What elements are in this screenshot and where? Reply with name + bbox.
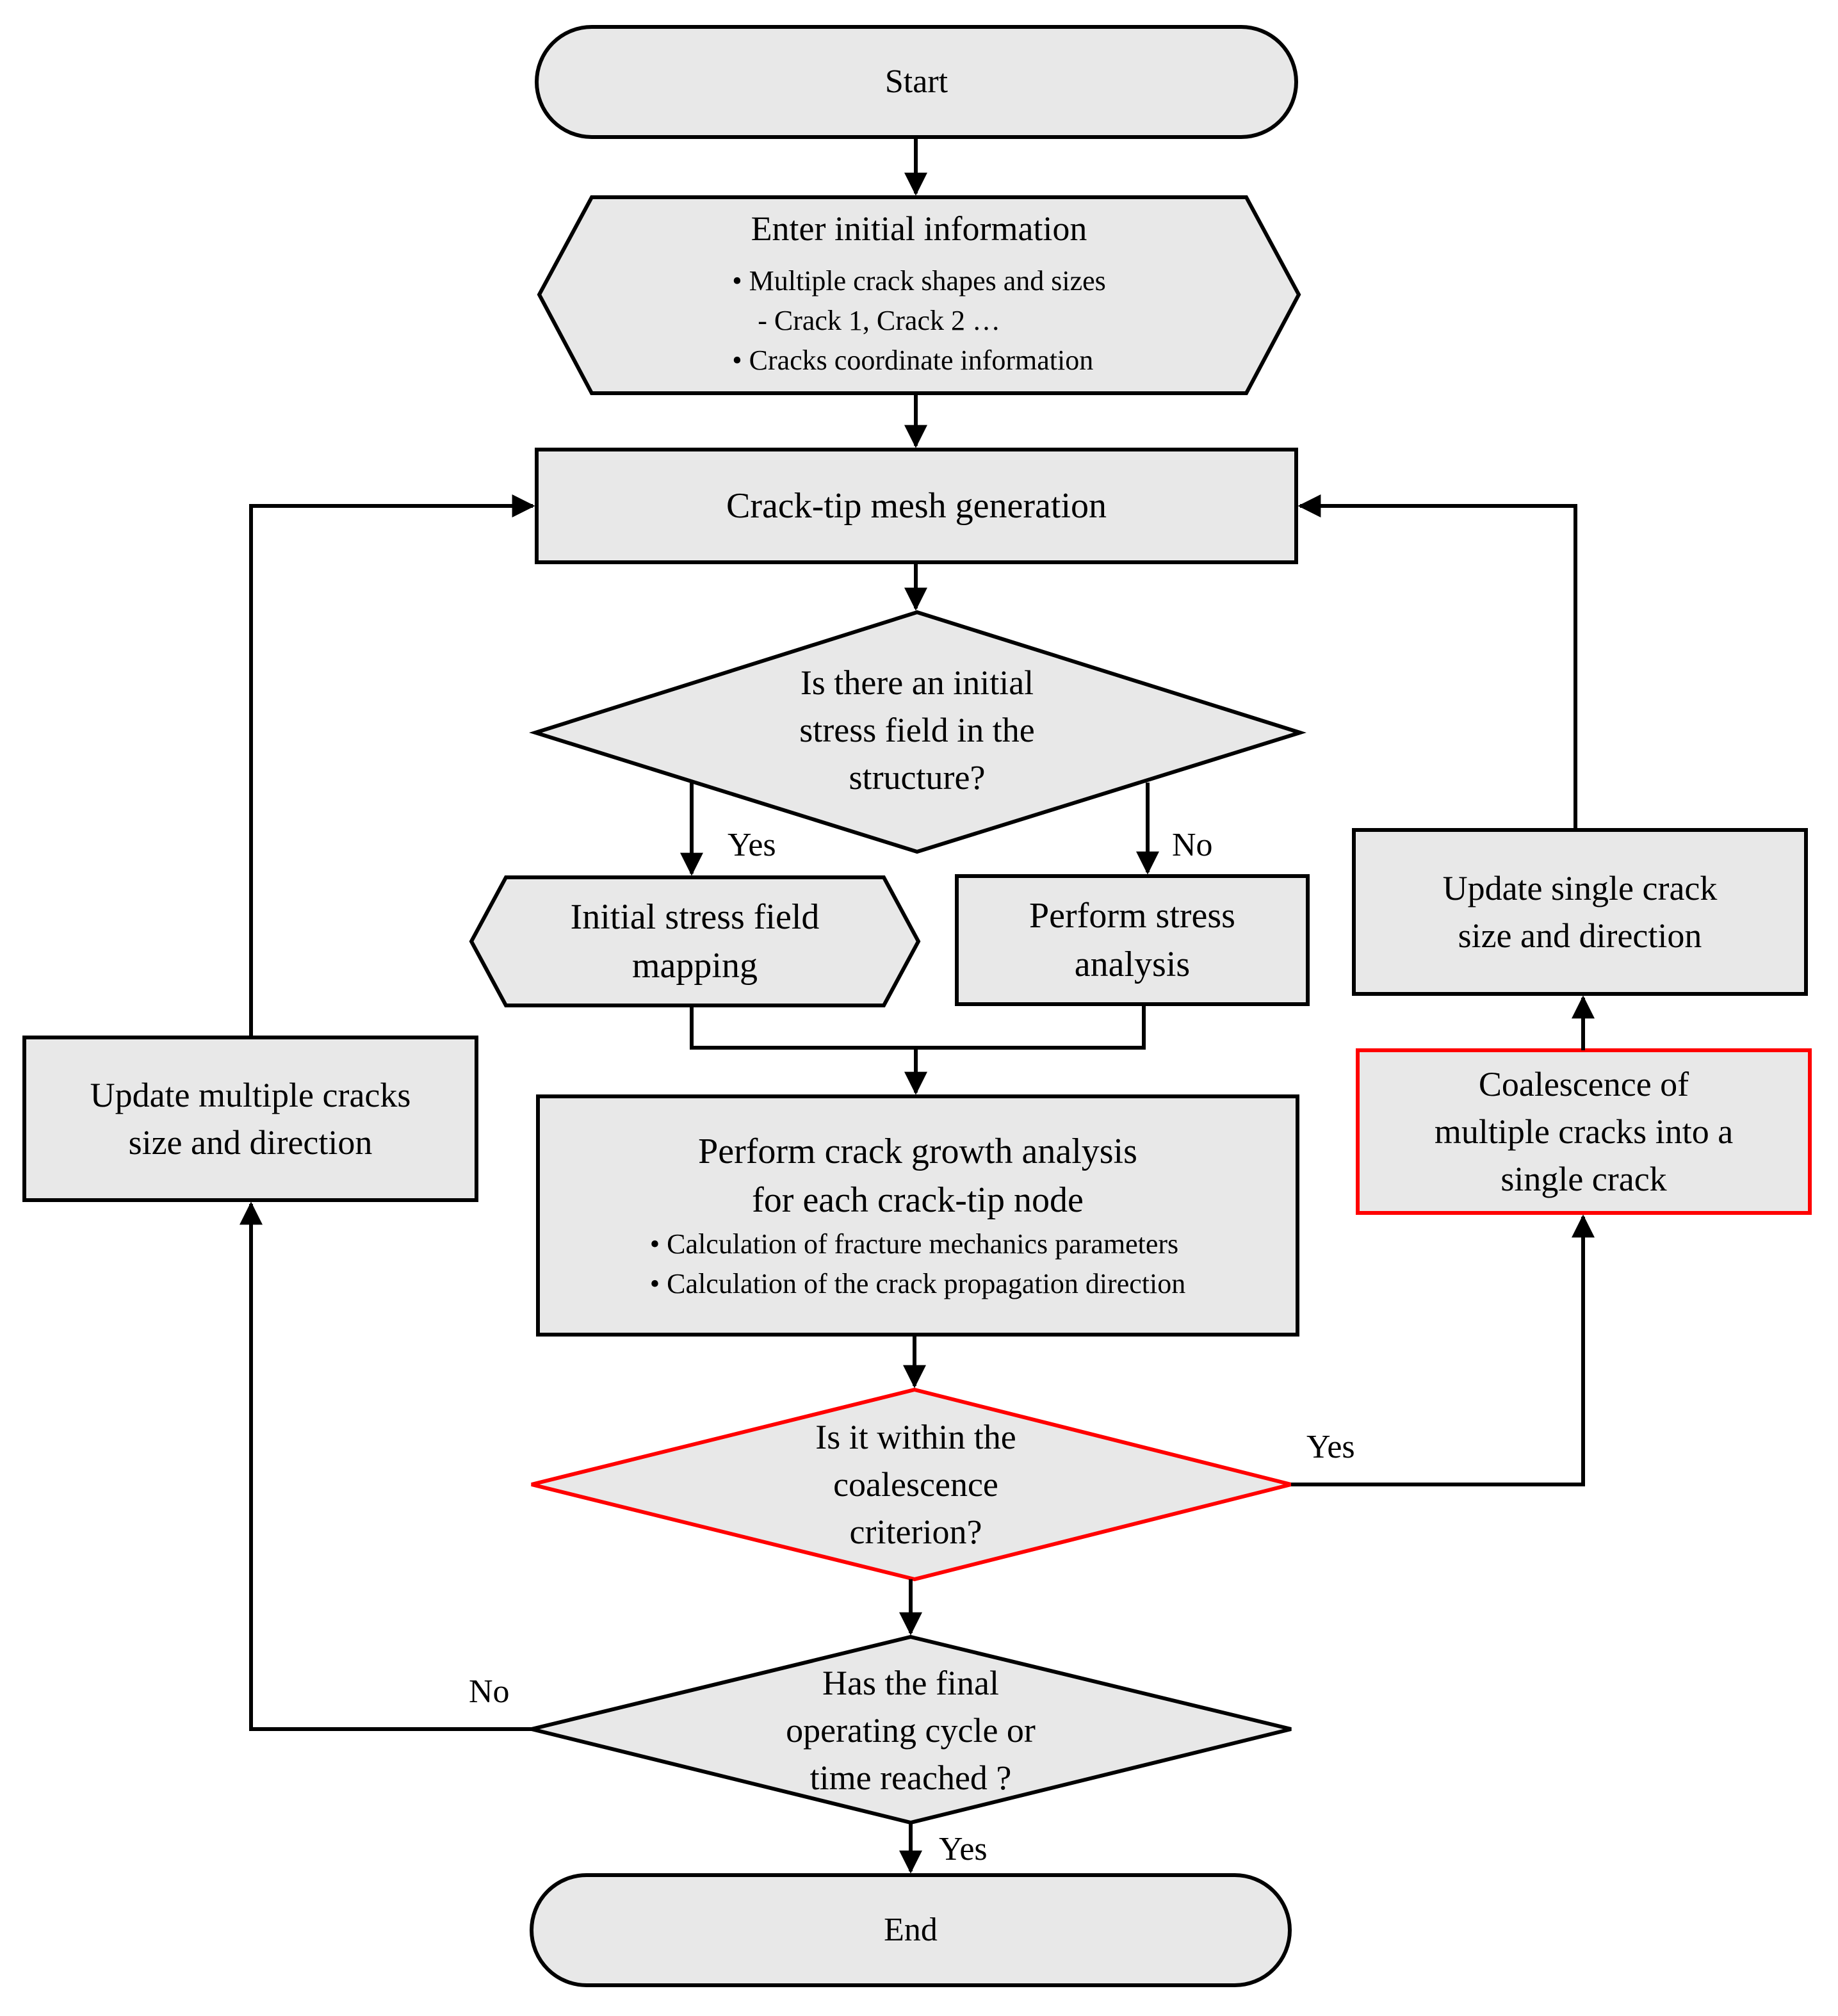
enter-info-title: Enter initial information	[751, 209, 1087, 248]
enter-info-bullet: • Multiple crack shapes and sizes	[732, 265, 1106, 297]
enter-info-bullets: • Multiple crack shapes and sizes - Crac…	[732, 261, 1106, 380]
mapping-label: Initial stress field mapping	[570, 897, 820, 986]
arrow-final-no	[240, 1201, 532, 1731]
final-decision-label: Has the final operating cycle or time re…	[786, 1664, 1036, 1797]
arrow-coalescence-yes	[1291, 1214, 1595, 1486]
arrow-update-single-to-mesh	[1297, 494, 1577, 830]
end-label: End	[884, 1912, 938, 1948]
start-label: Start	[884, 63, 948, 100]
merge-connector	[690, 1004, 1146, 1050]
coalescence-decision-label: Is it within the coalescence criterion?	[815, 1418, 1016, 1551]
update-single-label: Update single crack size and direction	[1442, 869, 1718, 955]
growth-bullet: • Calculation of fracture mechanics para…	[649, 1228, 1179, 1260]
stress-analysis-label: Perform stress analysis	[1029, 896, 1235, 984]
update-single-box	[1352, 828, 1808, 996]
enter-info-label: Enter initial information • Multiple cra…	[576, 202, 1262, 388]
edge-label-stress-yes: Yes	[728, 827, 776, 863]
edge-label-final-yes: Yes	[939, 1831, 988, 1867]
mapping-shape	[469, 875, 921, 1007]
end-terminator	[530, 1873, 1292, 1987]
edge-label-stress-no: No	[1172, 827, 1213, 863]
coalescence-label: Coalescence of multiple cracks into a si…	[1434, 1065, 1734, 1198]
arrow-update-multiple-to-mesh	[249, 494, 535, 1037]
mesh-box	[535, 448, 1298, 564]
stress-analysis-box	[955, 874, 1310, 1006]
enter-info-shape	[537, 195, 1301, 395]
stress-decision-label: Is there an initial stress field in the …	[799, 663, 1035, 797]
enter-info-bullet: - Crack 1, Crack 2 …	[758, 305, 1000, 336]
edge-label-final-no: No	[469, 1673, 510, 1710]
stress-decision-diamond	[528, 610, 1307, 854]
growth-label: Perform crack growth analysis for each c…	[538, 1096, 1297, 1335]
update-multiple-box	[22, 1036, 478, 1202]
growth-bullets: • Calculation of fracture mechanics para…	[650, 1224, 1185, 1304]
enter-info-bullet: • Cracks coordinate information	[732, 345, 1094, 376]
mesh-label: Crack-tip mesh generation	[726, 486, 1107, 526]
coalescence-box	[1356, 1048, 1812, 1215]
growth-bullet: • Calculation of the crack propagation d…	[649, 1268, 1186, 1299]
edge-label-coalescence-yes: Yes	[1306, 1429, 1355, 1465]
growth-box	[536, 1094, 1299, 1337]
coalescence-decision-diamond	[531, 1387, 1292, 1582]
update-multiple-label: Update multiple cracks size and directio…	[90, 1076, 411, 1162]
